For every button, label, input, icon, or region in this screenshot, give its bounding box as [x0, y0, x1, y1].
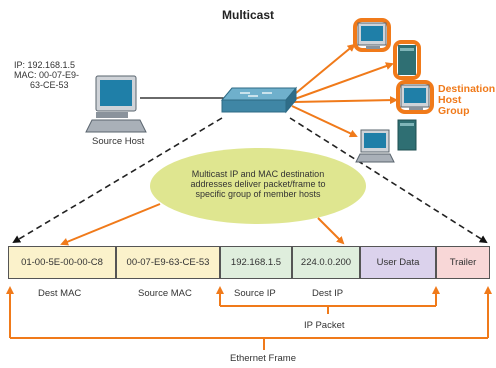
multicast-link-3	[293, 96, 398, 105]
frame-field-trailer: Trailer	[436, 246, 490, 279]
source-ip-info: IP: 192.168.1.5	[14, 60, 76, 70]
note-line-2: addresses deliver packet/frame to	[190, 179, 326, 189]
host-server-2	[397, 119, 417, 151]
source-mac-info-cont: 63-CE-53	[30, 80, 69, 90]
dashed-line-left	[12, 117, 223, 244]
label-dest-mac: Dest MAC	[38, 288, 82, 299]
note-line-3: specific group of member hosts	[195, 189, 321, 199]
note-arrow-left	[60, 203, 161, 246]
destination-group-label-3: Group	[438, 105, 470, 117]
source-mac-info: MAC: 00-07-E9-	[14, 70, 80, 80]
multicast-link-2	[291, 62, 394, 101]
destination-group-label-2: Host	[438, 94, 462, 106]
destination-group-label-1: Destination	[438, 83, 496, 95]
note-line-1: Multicast IP and MAC destination	[191, 169, 325, 179]
frame-field-user-data: User Data	[360, 246, 436, 279]
dashed-line-right	[289, 117, 488, 244]
ip-packet-bracket	[216, 286, 440, 314]
destination-host-server-1	[393, 40, 421, 80]
note-arrow-right	[317, 217, 345, 245]
frame-field-dest-mac: 01-00-5E-00-00-C8	[8, 246, 116, 279]
source-host-label: Source Host	[92, 136, 145, 147]
frame-field-source-mac: 00-07-E9-63-CE-53	[116, 246, 220, 279]
switch-icon	[220, 86, 298, 114]
host-pc-3	[355, 129, 395, 163]
destination-host-pc-1	[353, 18, 391, 52]
label-source-ip: Source IP	[234, 288, 276, 299]
multicast-link-1	[289, 43, 356, 99]
frame-field-dest-ip: 224.0.0.200	[292, 246, 360, 279]
note-ellipse	[150, 148, 366, 224]
frame-field-source-ip: 192.168.1.5	[220, 246, 292, 279]
source-host-computer	[85, 75, 147, 133]
multicast-links	[289, 43, 398, 138]
diagram-title: Multicast	[222, 8, 275, 22]
destination-host-pc-2	[396, 80, 434, 114]
label-ethernet-frame: Ethernet Frame	[230, 353, 296, 364]
multicast-link-4	[291, 105, 358, 138]
label-dest-ip: Dest IP	[312, 288, 344, 299]
label-source-mac: Source MAC	[138, 288, 192, 299]
label-ip-packet: IP Packet	[304, 320, 345, 331]
ethernet-frame-bracket	[6, 286, 492, 350]
